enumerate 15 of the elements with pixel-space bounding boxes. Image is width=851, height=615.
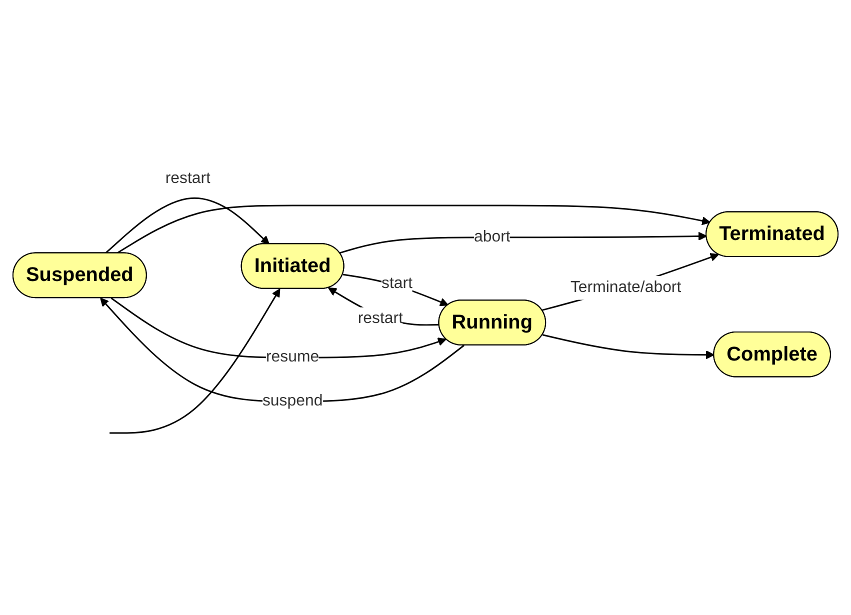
- arrow: [340, 232, 707, 254]
- arrow: [110, 288, 280, 434]
- edge-label: start: [382, 275, 412, 292]
- arrow: [542, 253, 719, 311]
- edge-label: resume: [266, 348, 320, 366]
- arrow: [104, 197, 270, 254]
- arrow: [542, 334, 715, 360]
- edge-label: suspend: [262, 392, 323, 410]
- edge-label: Terminate/abort: [570, 278, 682, 296]
- edge-label: abort: [474, 228, 510, 246]
- edge-label: restart: [358, 310, 403, 328]
- edge-label: restart: [165, 170, 211, 187]
- arrow: [116, 204, 711, 254]
- arrow: [100, 298, 464, 402]
- arrow: [110, 298, 447, 358]
